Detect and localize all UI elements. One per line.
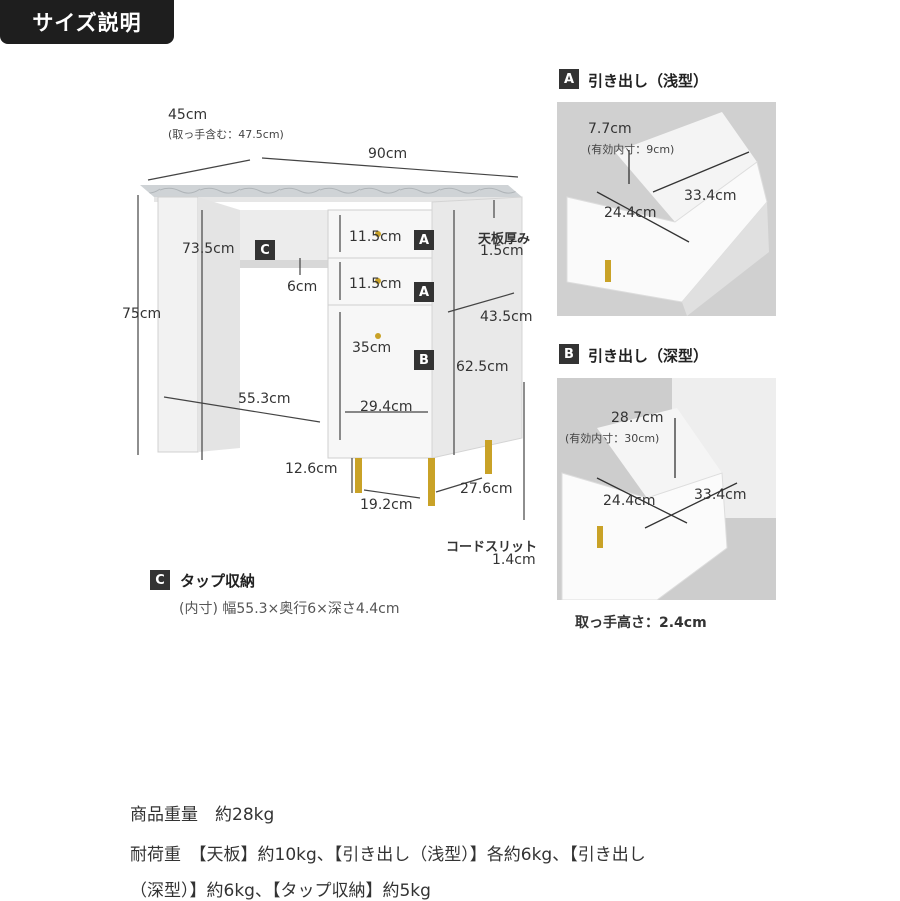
- cord-slit-title: コードスリット: [446, 540, 538, 555]
- height-label: 75cm: [122, 306, 162, 322]
- deep-length-label: 33.4cm: [694, 487, 747, 503]
- leg-depth-label: 27.6cm: [460, 481, 513, 497]
- handle-height-note: 取っ手高さ：2.4cm: [575, 615, 707, 631]
- depth-label: 45cm: [168, 107, 208, 123]
- cord-slit-label: 1.4cm: [492, 552, 536, 568]
- tap-height-label: 6cm: [287, 279, 318, 295]
- tag-a1-desk: A: [414, 230, 434, 250]
- weight-spec: 商品重量 約28kg: [130, 805, 275, 825]
- shallow-depth-note: (有効内寸：9cm): [587, 143, 675, 156]
- top-thickness-title: 天板厚み: [478, 232, 531, 247]
- deep-drawer-photo: [557, 378, 776, 600]
- load-spec-line1: 耐荷重 【天板】約10kg、【引き出し（浅型）】各約6kg、【引き出し: [130, 845, 646, 865]
- tap-storage-note: (内寸) 幅55.3×奥行6×深さ4.4cm: [179, 601, 400, 617]
- drawer-a1-label: 11.5cm: [349, 229, 402, 245]
- page-title: サイズ説明: [0, 0, 174, 44]
- drawer-width-label: 29.4cm: [360, 399, 413, 415]
- tag-c-header: C: [150, 570, 170, 590]
- leg-height-label: 12.6cm: [285, 461, 338, 477]
- deep-drawer-illustration: [557, 378, 776, 600]
- drawer-b-label: 35cm: [352, 340, 392, 356]
- drawer-a2-label: 11.5cm: [349, 276, 402, 292]
- deep-depth-note: (有効内寸：30cm): [565, 432, 660, 445]
- tag-c-desk: C: [255, 240, 275, 260]
- leg-span-label: 19.2cm: [360, 497, 413, 513]
- tag-b-header: B: [559, 344, 579, 364]
- shallow-length-label: 33.4cm: [684, 188, 737, 204]
- width-label: 90cm: [368, 146, 408, 162]
- cabinet-depth-label: 43.5cm: [480, 309, 533, 325]
- deep-depth-label: 28.7cm: [611, 410, 664, 426]
- inner-height-label: 73.5cm: [182, 241, 235, 257]
- shallow-drawer-title: 引き出し（浅型）: [588, 72, 709, 90]
- tag-a-header: A: [559, 69, 579, 89]
- desk-illustration: [137, 157, 525, 520]
- tap-storage-title: タップ収納: [180, 572, 256, 590]
- shallow-depth-label: 7.7cm: [588, 121, 632, 137]
- tag-a2-desk: A: [414, 282, 434, 302]
- shallow-drawer-photo: [557, 102, 776, 316]
- tag-b-desk: B: [414, 350, 434, 370]
- deep-drawer-title: 引き出し（深型）: [588, 347, 709, 365]
- knee-width-label: 55.3cm: [238, 391, 291, 407]
- shallow-drawer-illustration: [557, 102, 776, 316]
- load-spec-line2: （深型）】約6kg、【タップ収納】約5kg: [130, 881, 431, 901]
- cabinet-height-label: 62.5cm: [456, 359, 509, 375]
- deep-width-label: 24.4cm: [603, 493, 656, 509]
- top-thickness-label: 1.5cm: [480, 243, 524, 259]
- shallow-width-label: 24.4cm: [604, 205, 657, 221]
- depth-note: (取っ手含む：47.5cm): [168, 128, 284, 141]
